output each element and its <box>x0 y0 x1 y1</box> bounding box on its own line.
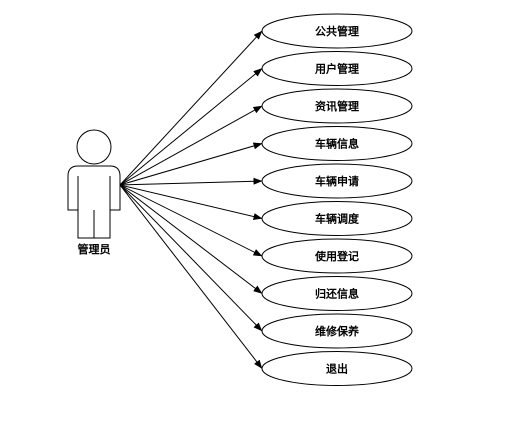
association-arrow <box>119 30 263 186</box>
use-case: 车辆信息 <box>261 126 413 161</box>
use-case-label: 资讯管理 <box>315 99 359 113</box>
use-case-label: 用户管理 <box>315 62 359 76</box>
association-arrow <box>119 184 263 220</box>
use-case: 资讯管理 <box>261 88 413 124</box>
use-case: 归还信息 <box>261 276 413 311</box>
association-arrow <box>119 184 263 332</box>
actor: 管理员 <box>67 129 121 256</box>
actor-head <box>76 129 112 165</box>
use-case-ellipse <box>261 88 413 124</box>
use-case-label: 公共管理 <box>315 24 359 38</box>
association-arrow <box>119 184 263 257</box>
association-arrow <box>119 142 263 186</box>
association-arrow <box>119 184 263 294</box>
use-case-ellipse <box>261 201 413 236</box>
use-case-label: 归还信息 <box>315 287 359 301</box>
use-case: 公共管理 <box>261 13 413 49</box>
use-case-label: 车辆申请 <box>315 174 359 188</box>
use-case-label: 维修保养 <box>315 324 360 338</box>
association-arrows <box>119 30 263 369</box>
use-case-ellipse <box>261 238 413 274</box>
use-case-ellipse <box>261 163 413 199</box>
use-case: 用户管理 <box>261 51 413 86</box>
use-case-ellipse <box>261 51 413 86</box>
use-case-label: 退出 <box>326 362 348 376</box>
actor-label: 管理员 <box>78 242 111 256</box>
use-case-label: 车辆信息 <box>315 137 359 151</box>
use-case-ellipse <box>261 126 413 161</box>
actor-body <box>67 165 121 239</box>
association-arrow <box>119 68 263 186</box>
use-case-label: 车辆调度 <box>315 212 360 226</box>
use-case-ellipse <box>261 13 413 49</box>
use-case: 车辆申请 <box>261 163 413 199</box>
use-case-ellipse <box>261 313 413 349</box>
association-arrow <box>119 177 263 186</box>
use-case: 使用登记 <box>261 238 413 274</box>
use-case: 退出 <box>261 351 413 386</box>
use-case-ellipse <box>261 276 413 311</box>
association-arrow <box>119 184 263 369</box>
use-case: 维修保养 <box>261 313 413 349</box>
use-case-label: 使用登记 <box>314 249 359 263</box>
use-case-ellipse <box>261 351 413 386</box>
association-arrow <box>119 105 263 186</box>
use-case: 车辆调度 <box>261 201 413 236</box>
